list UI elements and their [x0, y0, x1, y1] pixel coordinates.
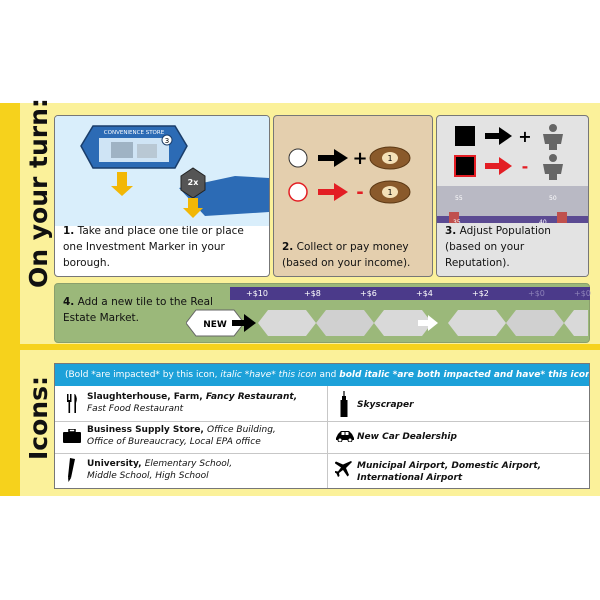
step-4-number: 4.: [63, 296, 75, 308]
real-estate-market-row: NEW: [186, 309, 588, 337]
step-3-number: 3.: [445, 225, 457, 237]
yellow-edge-stripe: [0, 103, 20, 496]
row-6-bold-italic: Municipal Airport, Domestic Airport,: [357, 461, 542, 471]
section-divider: [20, 344, 600, 350]
track-35: 35: [453, 219, 461, 226]
price-tick-5: +$2: [472, 289, 489, 298]
column-divider: [327, 386, 328, 488]
skyscraper-icon: [340, 391, 348, 417]
price-tick-2: +$8: [304, 289, 321, 298]
row-3-bold: University,: [87, 459, 145, 469]
turn-reference-card: On your turn: Icons: CONVENIENCE STORE 3…: [0, 98, 600, 496]
price-tick-3: +$6: [360, 289, 377, 298]
airplane-icon: [335, 461, 352, 477]
row-3-italic-2: Middle School, High School: [87, 471, 209, 481]
step-4-caption: 4. Add a new tile to the Real Estate Mar…: [63, 294, 233, 326]
row-6-bold-italic-2: International Airport: [357, 473, 463, 483]
row-1-italic: Fast Food Restaurant: [87, 404, 184, 414]
row-2-italic-2: Office of Bureaucracy, Local EPA office: [87, 437, 261, 447]
track-50: 50: [549, 195, 557, 202]
price-tick-4: +$4: [416, 289, 433, 298]
icons-legend-header: (Bold *are impacted* by this icon, itali…: [55, 364, 589, 386]
step-2-box: + 1 - 1 2. Collect or pay money (based o…: [273, 115, 433, 277]
price-tick-7: +$0: [574, 289, 591, 298]
briefcase-icon: [63, 429, 81, 443]
step-2-number: 2.: [282, 241, 294, 253]
icon-row-4-text: Skyscraper: [357, 399, 414, 411]
icon-row-2-text: Business Supply Store, Office Building, …: [87, 424, 276, 448]
legend-part-3: and: [316, 370, 340, 380]
row-1-bold-italic: Fancy Restaurant,: [205, 392, 298, 402]
price-tick-1: +$10: [246, 289, 268, 298]
step-1-number: 1.: [63, 225, 75, 237]
legend-part-2: italic *have* this icon: [220, 370, 317, 380]
row-divider-2: [55, 453, 589, 454]
row-2-italic: Office Building,: [207, 425, 276, 435]
legend-part-1: (Bold *are impacted* by this icon,: [65, 370, 221, 380]
plus-sign: +: [352, 148, 367, 169]
minus-sign: -: [356, 182, 363, 203]
icon-row-1-text: Slaughterhouse, Farm, Fancy Restaurant, …: [87, 391, 297, 415]
track-40: 40: [539, 219, 547, 226]
price-tick-6: +$0: [528, 289, 545, 298]
track-55: 55: [455, 195, 463, 202]
step-2-text: Collect or pay money (based on your inco…: [282, 241, 411, 269]
car-icon: [336, 431, 354, 442]
population-illustration: + - 55 50 35 40: [437, 124, 588, 230]
step-3-text: Adjust Population (based on your Reputat…: [445, 225, 551, 269]
coin-value-1: 1: [387, 154, 392, 163]
tile-placement-illustration: CONVENIENCE STORE 3 2x: [55, 116, 269, 226]
step-1-text: Take and place one tile or place one Inv…: [63, 225, 244, 269]
store-cost-label: 3: [165, 137, 169, 145]
icon-row-3-text: University, Elementary School, Middle Sc…: [87, 458, 232, 482]
pop-plus: +: [518, 127, 531, 146]
pop-minus: -: [522, 157, 529, 176]
row-3-italic: Elementary School,: [144, 459, 233, 469]
money-illustration: + 1 - 1: [288, 146, 411, 204]
fork-knife-icon: [67, 394, 77, 413]
investment-marker-label: 2x: [188, 178, 200, 187]
market-price-track: +$10 +$8 +$6 +$4 +$2 +$0 +$0: [230, 287, 591, 300]
row-1-bold: Slaughterhouse, Farm,: [87, 392, 206, 402]
coin-value-2: 1: [387, 188, 392, 197]
pencil-icon: [68, 458, 75, 482]
step-4-text: Add a new tile to the Real Estate Market…: [63, 296, 213, 324]
row-divider-1: [55, 421, 589, 422]
new-tile-label: NEW: [203, 320, 227, 330]
row-2-bold: Business Supply Store,: [87, 425, 207, 435]
legend-part-4: bold italic *are both impacted and have*…: [339, 370, 589, 380]
icons-label: Icons:: [24, 376, 53, 460]
step-1-box: CONVENIENCE STORE 3 2x 1. Take and place…: [54, 115, 270, 277]
step-2-caption: 2. Collect or pay money (based on your i…: [274, 239, 432, 276]
row-5-bold-italic: New Car Dealership: [357, 432, 457, 442]
icon-row-6-text: Municipal Airport, Domestic Airport, Int…: [357, 460, 541, 484]
icons-legend-panel: (Bold *are impacted* by this icon, itali…: [54, 363, 590, 489]
step-3-caption: 3. Adjust Population (based on your Repu…: [437, 223, 588, 276]
store-tile-label: CONVENIENCE STORE: [104, 130, 165, 136]
row-4-bold-italic: Skyscraper: [357, 400, 414, 410]
icon-row-5-text: New Car Dealership: [357, 431, 457, 443]
on-your-turn-label: On your turn:: [24, 98, 53, 288]
step-1-caption: 1. Take and place one tile or place one …: [55, 223, 269, 276]
step-3-box: + - 55 50 35 40 3. Adjust Populatio: [436, 115, 589, 277]
